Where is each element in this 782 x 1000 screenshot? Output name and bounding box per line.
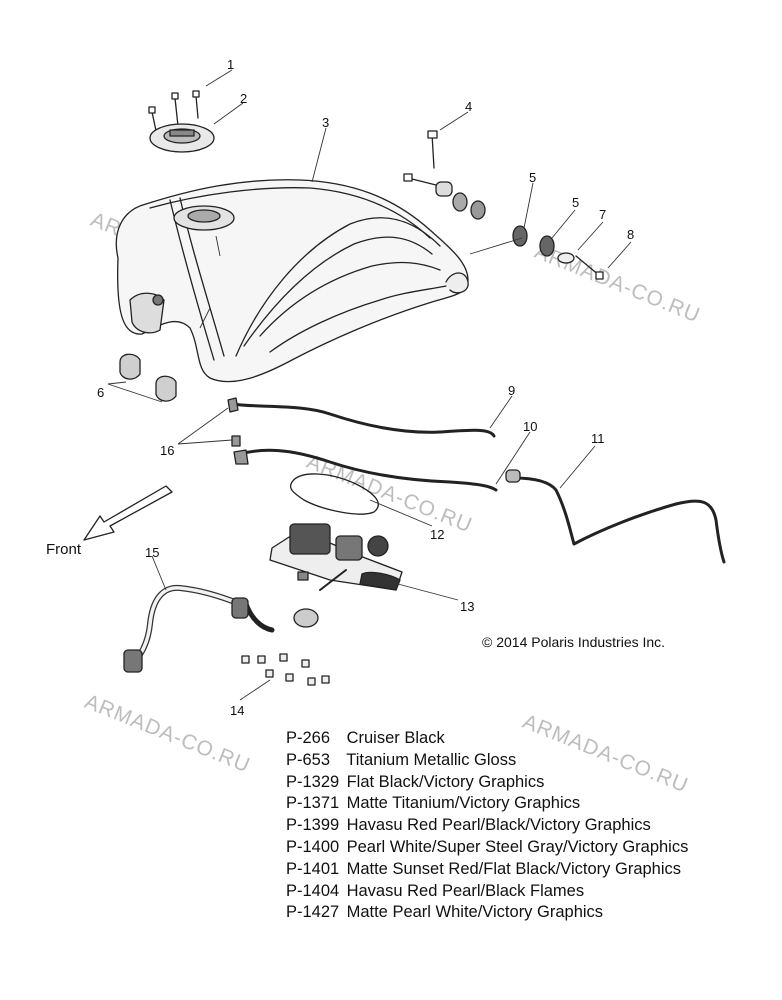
legend-code: P-1404 [286, 881, 340, 900]
rear-mount-hardware [403, 130, 604, 280]
legend-row: P-653 Titanium Metallic Gloss [286, 750, 756, 772]
legend-row: P-1404 Havasu Red Pearl/Black Flames [286, 881, 756, 903]
legend-row: P-1400 Pearl White/Super Steel Gray/Vict… [286, 837, 756, 859]
legend-row: P-1329 Flat Black/Victory Graphics [286, 772, 756, 794]
paint-code-legend: P-266 Cruiser Black P-653 Titanium Metal… [286, 728, 756, 924]
fuel-feed-hose [123, 584, 275, 673]
copyright-notice: © 2014 Polaris Industries Inc. [482, 634, 666, 650]
legend-code: P-1427 [286, 903, 340, 922]
legend-desc: Havasu Red Pearl/Black/Victory Graphics [346, 816, 651, 835]
legend-row: P-1399 Havasu Red Pearl/Black/Victory Gr… [286, 815, 756, 837]
front-arrow [83, 485, 173, 541]
legend-row: P-1427 Matte Pearl White/Victory Graphic… [286, 902, 756, 924]
legend-desc: Pearl White/Super Steel Gray/Victory Gra… [346, 837, 689, 856]
callout-16: 16 [160, 443, 175, 458]
pump-screws [241, 653, 330, 686]
fuel-cap-ring [149, 123, 215, 153]
callout-4: 4 [465, 99, 473, 114]
pump-gasket [289, 473, 379, 515]
legend-code: P-1401 [286, 859, 340, 878]
legend-row: P-1371 Matte Titanium/Victory Graphics [286, 793, 756, 815]
callout-12: 12 [430, 527, 445, 542]
legend-desc: Titanium Metallic Gloss [346, 750, 517, 769]
legend-desc: Havasu Red Pearl/Black Flames [346, 881, 585, 900]
callout-5b: 5 [572, 195, 580, 210]
legend-row: P-1401 Matte Sunset Red/Flat Black/Victo… [286, 859, 756, 881]
callout-7: 7 [599, 207, 607, 222]
callout-10: 10 [523, 419, 538, 434]
legend-code: P-1399 [286, 816, 340, 835]
front-direction-label: Front [46, 541, 82, 558]
callout-9: 9 [508, 383, 516, 398]
callout-13: 13 [460, 599, 475, 614]
crossover-tube [505, 469, 726, 564]
legend-code: P-1371 [286, 794, 340, 813]
callout-5: 5 [529, 170, 537, 185]
callout-15: 15 [145, 545, 160, 560]
rubber-bumpers [119, 353, 177, 402]
legend-desc: Matte Pearl White/Victory Graphics [346, 903, 604, 922]
vent-hoses [227, 397, 498, 492]
legend-desc: Flat Black/Victory Graphics [346, 772, 545, 791]
fuel-tank [115, 179, 469, 383]
legend-code: P-1329 [286, 772, 340, 791]
legend-desc: Matte Titanium/Victory Graphics [346, 794, 581, 813]
callout-2: 2 [240, 91, 248, 106]
callout-8: 8 [627, 227, 635, 242]
legend-code: P-266 [286, 729, 331, 747]
callout-6: 6 [97, 385, 105, 400]
callout-14: 14 [230, 703, 245, 718]
legend-code: P-1400 [286, 837, 340, 856]
legend-code: P-653 [286, 750, 331, 769]
callout-11: 11 [591, 431, 605, 446]
fuel-pump-assembly [269, 523, 403, 628]
legend-row: P-266 Cruiser Black [286, 728, 756, 750]
legend-desc: Cruiser Black [346, 729, 445, 747]
callout-3: 3 [322, 115, 330, 130]
legend-desc: Matte Sunset Red/Flat Black/Victory Grap… [346, 859, 682, 878]
callout-1: 1 [227, 57, 235, 72]
